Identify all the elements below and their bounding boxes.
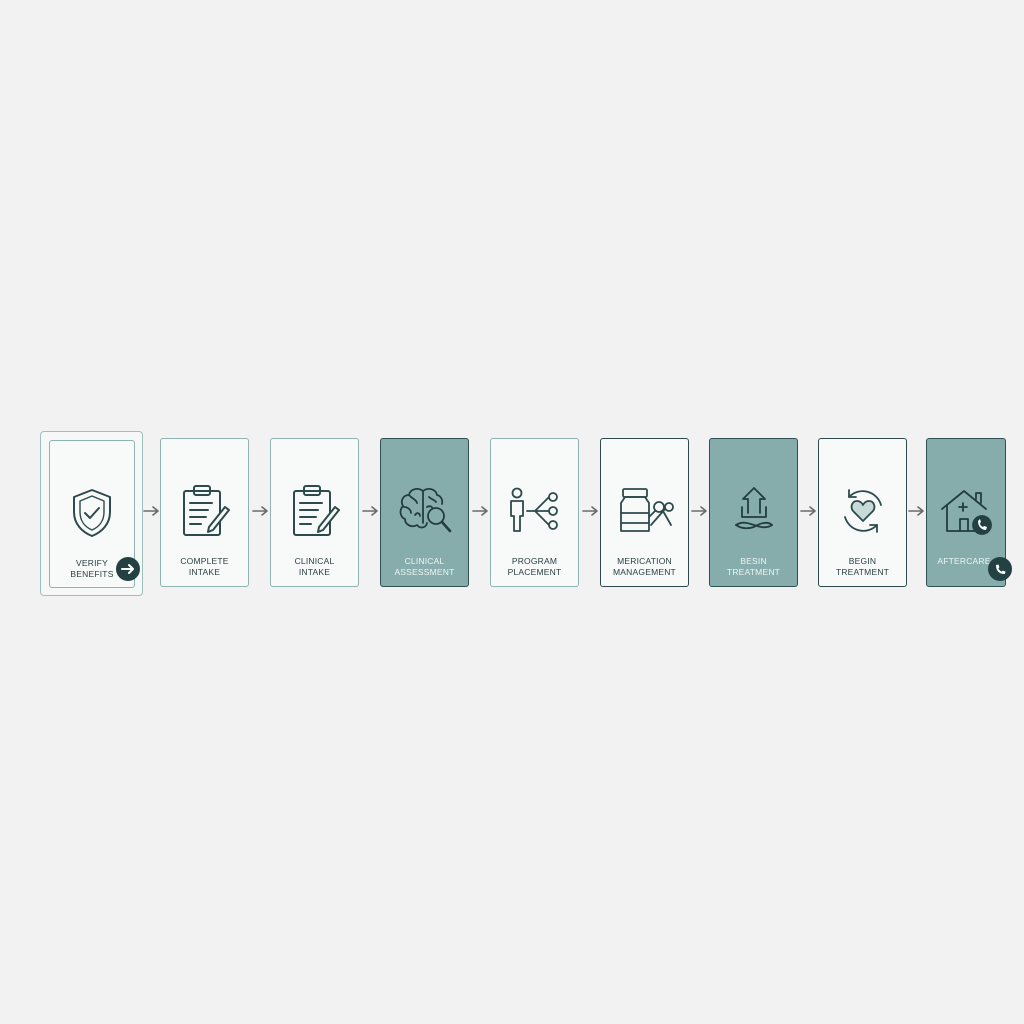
- heart-cycle-icon: [819, 481, 906, 541]
- step-card-program-placement[interactable]: PROGRAM PLACEMENT: [490, 438, 579, 587]
- clipboard-pencil-icon: [161, 481, 248, 541]
- step-label: PROGRAM PLACEMENT: [507, 556, 562, 577]
- step-label: CLINICAL INTAKE: [294, 556, 335, 577]
- step-card-clinical-intake[interactable]: CLINICAL INTAKE: [270, 438, 359, 587]
- step-label: AFTERCARE: [937, 556, 991, 566]
- clipboard-pencil-icon: [271, 481, 358, 541]
- flow-arrow: [362, 504, 380, 518]
- next-step-arrow-button[interactable]: [116, 557, 140, 581]
- flow-arrow: [908, 504, 926, 518]
- phone-icon: [995, 564, 1005, 574]
- step-card-verify-benefits[interactable]: VERIFY BENEFITS: [49, 440, 135, 588]
- flow-arrow: [582, 504, 600, 518]
- flow-arrow: [143, 504, 161, 518]
- step-card-besin-treatment[interactable]: BESIN TREATMENT: [709, 438, 798, 587]
- step-label: MERICATION MANAGEMENT: [613, 556, 676, 577]
- flow-arrow: [691, 504, 709, 518]
- brain-magnifier-icon: [381, 481, 468, 541]
- flow-arrow: [472, 504, 490, 518]
- step-label: CLINICAL ASSESSMENT: [394, 556, 455, 577]
- arrow-right-icon: [121, 564, 134, 574]
- step-label: COMPLETE INTAKE: [180, 556, 229, 577]
- step-card-begin-treatment[interactable]: BEGIN TREATMENT: [818, 438, 907, 587]
- step-label: BESIN TREATMENT: [726, 556, 781, 577]
- step-card-clinical-assessment[interactable]: CLINICAL ASSESSMENT: [380, 438, 469, 587]
- shield-check-icon: [50, 483, 134, 543]
- step-label: BEGIN TREATMENT: [835, 556, 890, 577]
- home-phone-icon: [927, 481, 1005, 541]
- hands-upload-icon: [710, 481, 797, 541]
- step-card-medication-management[interactable]: MERICATION MANAGEMENT: [600, 438, 689, 587]
- medicine-bottle-icon: [601, 481, 688, 541]
- flow-arrow: [252, 504, 270, 518]
- step-card-complete-intake[interactable]: COMPLETE INTAKE: [160, 438, 249, 587]
- flow-arrow: [800, 504, 818, 518]
- person-network-icon: [491, 481, 578, 541]
- contact-phone-button[interactable]: [988, 557, 1012, 581]
- step-label: VERIFY BENEFITS: [70, 558, 114, 579]
